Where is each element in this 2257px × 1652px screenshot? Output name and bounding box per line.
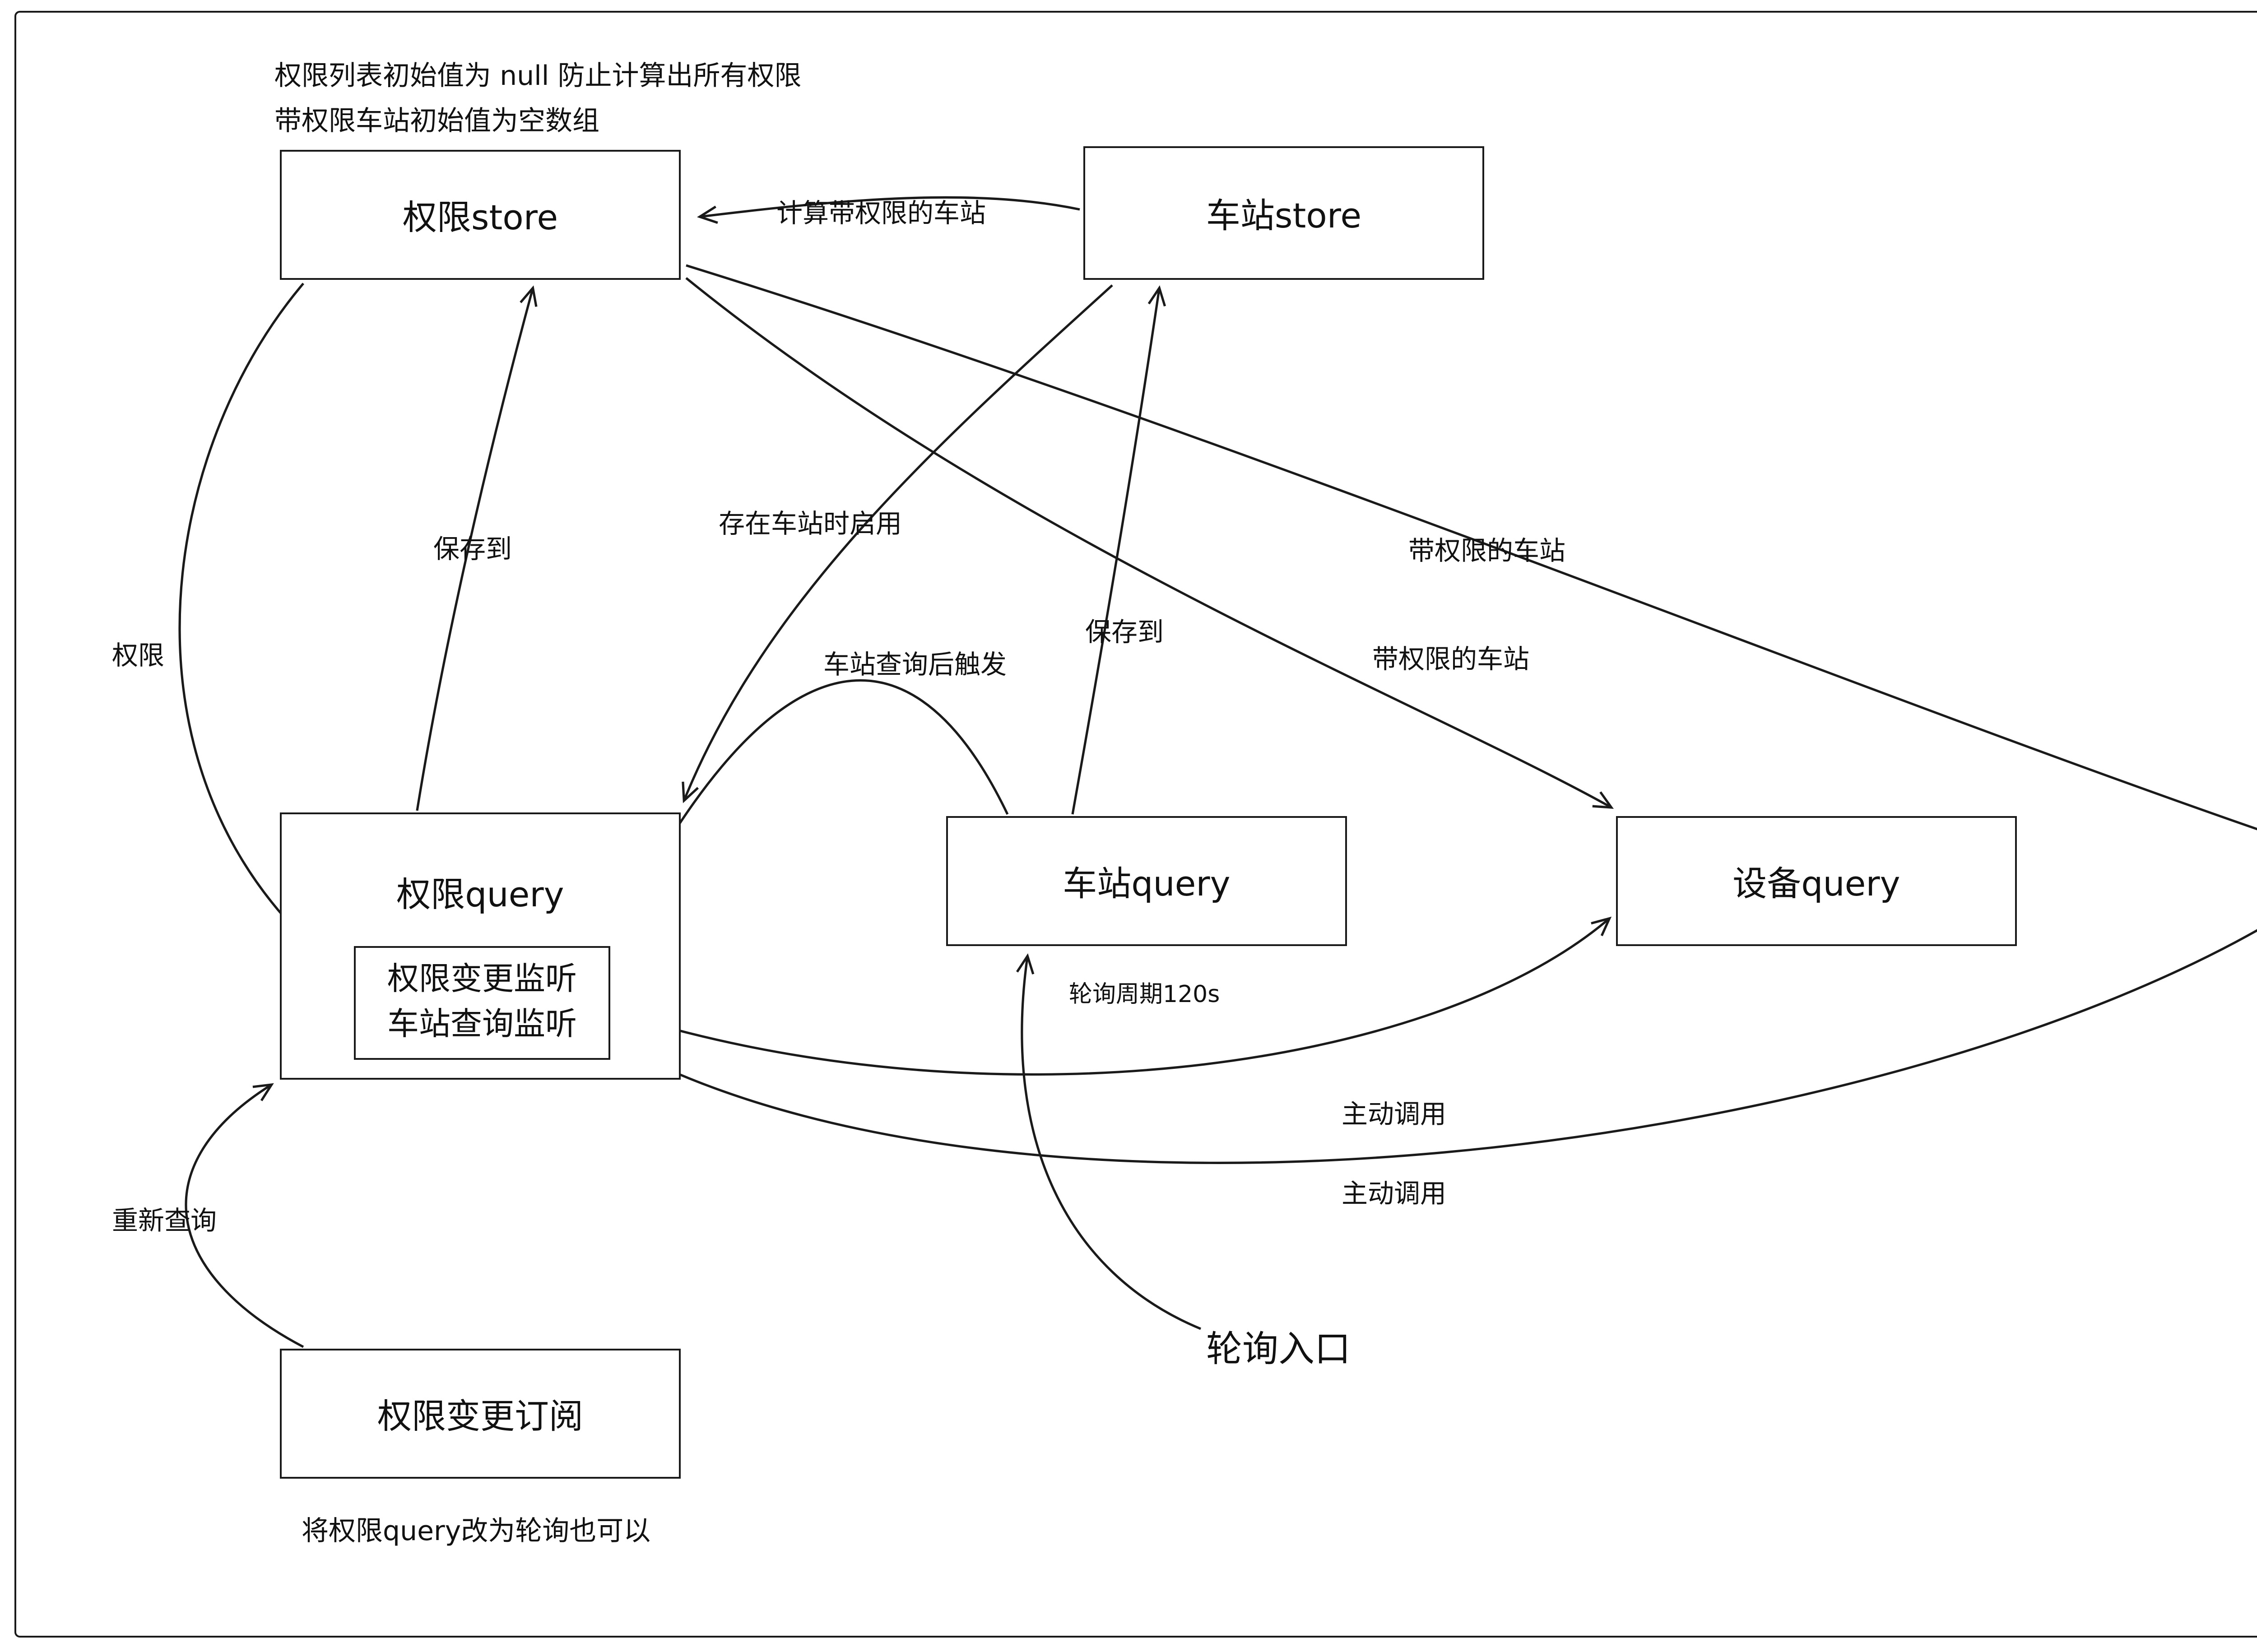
edge-label-save-to-station: 保存到 bbox=[1085, 619, 1164, 648]
edge-polling-entry bbox=[1016, 953, 1201, 1330]
edge-label-active-call-device: 主动调用 bbox=[1342, 1101, 1446, 1130]
edge-label-trigger-after-station-query: 车站查询后触发 bbox=[823, 652, 1007, 681]
node-perm-change-subscription: 权限变更订阅 bbox=[280, 1349, 681, 1479]
edge-active-call-to-alarm bbox=[611, 929, 2257, 1164]
edge-label-active-call-alarm: 主动调用 bbox=[1342, 1181, 1446, 1210]
listener-perm-change: 权限变更监听 bbox=[387, 962, 577, 998]
polling-entry-label: 轮询入口 bbox=[1206, 1327, 1351, 1370]
listener-station-query: 车站查询监听 bbox=[387, 1007, 577, 1043]
edge-label-requery: 重新查询 bbox=[112, 1208, 217, 1237]
node-perm-query-label: 权限query bbox=[396, 876, 564, 915]
node-station-store-label: 车站store bbox=[1206, 196, 1362, 236]
edge-label-station-with-perm-device: 带权限的车站 bbox=[1372, 646, 1529, 675]
edge-station-with-perm-to-device bbox=[685, 277, 1614, 809]
edge-requery bbox=[185, 1083, 304, 1348]
edge-save-to-station-store bbox=[1071, 285, 1166, 815]
bottom-note: 将权限query改为轮询也可以 bbox=[302, 1515, 651, 1547]
node-device-query-label: 设备query bbox=[1732, 864, 1900, 904]
top-note-line2: 带权限车站初始值为空数组 bbox=[274, 104, 600, 137]
edge-active-call-to-device bbox=[612, 916, 1612, 1076]
edge-label-calc-station: 计算带权限的车站 bbox=[776, 200, 986, 229]
node-station-store: 车站store bbox=[1083, 146, 1484, 280]
node-perm-store: 权限store bbox=[280, 150, 681, 280]
edge-label-station-with-perm-alarm: 带权限的车站 bbox=[1408, 538, 1565, 567]
edge-label-save-to-perm: 保存到 bbox=[433, 536, 512, 565]
top-note: 权限列表初始值为 null 防止计算出所有权限 带权限车站初始值为空数组 bbox=[274, 54, 802, 144]
edge-label-enable-when-station: 存在车站时启用 bbox=[719, 511, 902, 540]
node-station-query-label: 车站query bbox=[1063, 864, 1231, 904]
node-perm-store-label: 权限store bbox=[402, 198, 558, 237]
polling-period-note: 轮询周期120s bbox=[1069, 982, 1220, 1009]
edge-station-with-perm-to-alarm bbox=[686, 264, 2257, 831]
edge-save-to-perm-store bbox=[416, 285, 538, 811]
edge-calc-station-with-perm bbox=[697, 196, 1080, 224]
node-station-query: 车站query bbox=[946, 816, 1347, 946]
edge-label-perm: 权限 bbox=[112, 643, 164, 672]
node-perm-query-listeners: 权限变更监听 车站查询监听 bbox=[354, 946, 610, 1060]
node-perm-query: 权限query 权限变更监听 车站查询监听 bbox=[280, 812, 681, 1080]
canvas-border bbox=[14, 11, 2257, 1638]
node-device-query: 设备query bbox=[1616, 816, 2017, 946]
node-perm-change-subscription-label: 权限变更订阅 bbox=[377, 1397, 583, 1436]
edge-enable-when-station-exists bbox=[682, 284, 1113, 803]
top-note-line1: 权限列表初始值为 null 防止计算出所有权限 bbox=[274, 60, 802, 92]
edge-perm-to-listener bbox=[178, 283, 352, 979]
